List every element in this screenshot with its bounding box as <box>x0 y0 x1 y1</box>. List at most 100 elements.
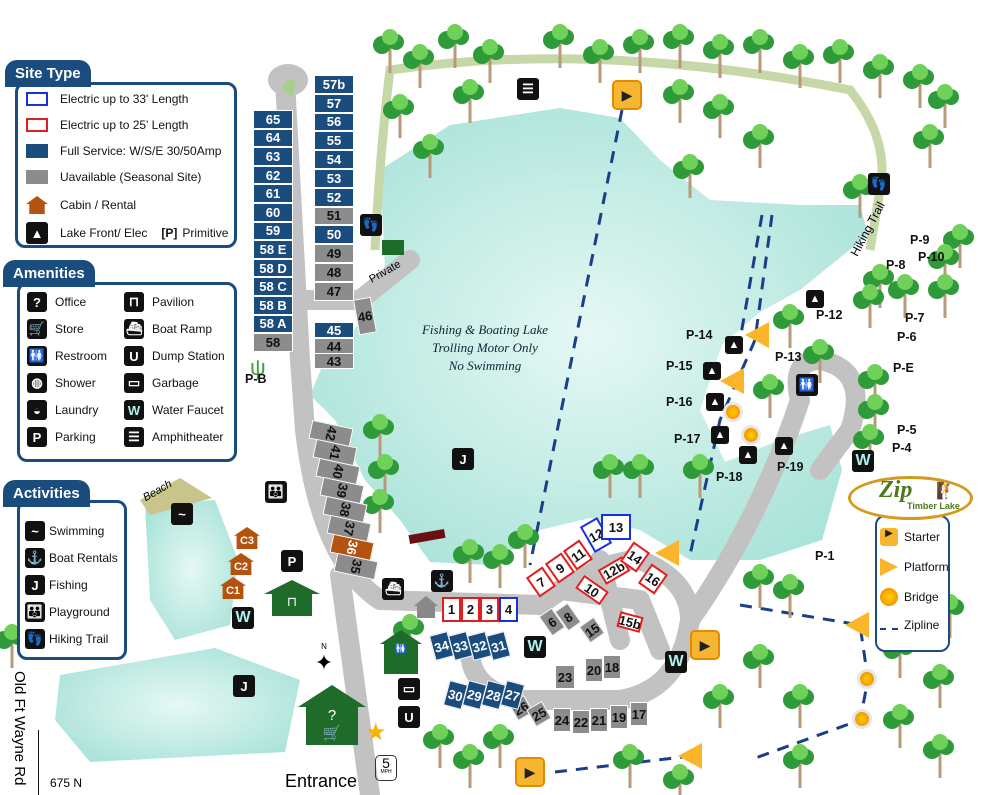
boat-ramp-icon[interactable]: ⛴ <box>382 578 404 600</box>
primitive-site-p-9[interactable]: P-9 <box>910 233 930 247</box>
primitive-site-p-19[interactable]: P-19 <box>777 460 804 474</box>
campsite-58d[interactable]: 58 D <box>253 258 293 278</box>
campsite-48[interactable]: 48 <box>314 263 354 282</box>
zipline-starter-icon[interactable]: ▶ <box>612 80 642 110</box>
campsite-4[interactable]: 4 <box>499 597 518 622</box>
campsite-17[interactable]: 17 <box>630 702 648 726</box>
fishing-icon[interactable]: J <box>233 675 255 697</box>
campsite-58b[interactable]: 58 B <box>253 296 293 315</box>
water-faucet-icon[interactable]: W <box>524 636 546 658</box>
primitive-site-p-13[interactable]: P-13 <box>775 350 802 364</box>
office-store-building[interactable]: ?🛒 <box>298 685 366 745</box>
cabin-c1[interactable]: C1 <box>220 577 246 599</box>
campsite-24[interactable]: 24 <box>553 708 571 732</box>
primitive-site-p-1[interactable]: P-1 <box>815 549 835 563</box>
garbage-icon: ▭ <box>124 373 144 393</box>
tent-icon[interactable]: ▲ <box>703 362 721 380</box>
campsite-23[interactable]: 23 <box>555 665 575 689</box>
primitive-site-p-7[interactable]: P-7 <box>905 311 925 325</box>
campsite-61[interactable]: 61 <box>253 184 293 203</box>
tent-icon[interactable]: ▲ <box>775 437 793 455</box>
restroom-shower-building[interactable]: 🚻 <box>380 630 422 674</box>
water-faucet-icon[interactable]: W <box>665 651 687 673</box>
campsite-49[interactable]: 49 <box>314 244 354 263</box>
campsite-58e[interactable]: 58 E <box>253 240 293 259</box>
zipline-starter-icon[interactable]: ▶ <box>515 757 545 787</box>
campsite-62[interactable]: 62 <box>253 165 293 185</box>
zipline-bridge-icon[interactable] <box>860 672 874 686</box>
primitive-site-p-5[interactable]: P-5 <box>897 423 917 437</box>
campsite-52[interactable]: 52 <box>314 187 354 207</box>
campsite-65[interactable]: 65 <box>253 110 293 129</box>
primitive-site-p-18[interactable]: P-18 <box>716 470 743 484</box>
campsite-13[interactable]: 13 <box>601 514 631 540</box>
playground-icon[interactable]: 👪 <box>265 481 287 503</box>
campsite-45[interactable]: 45 <box>314 322 354 338</box>
campsite-21[interactable]: 21 <box>590 708 608 732</box>
primitive-site-p-6[interactable]: P-6 <box>897 330 917 344</box>
tent-icon[interactable]: ▲ <box>739 446 757 464</box>
campsite-19[interactable]: 19 <box>610 705 628 729</box>
tent-icon[interactable]: ▲ <box>806 290 824 308</box>
campsite-54[interactable]: 54 <box>314 150 354 169</box>
swimming-icon[interactable]: ~ <box>171 503 193 525</box>
primitive-site-p-10[interactable]: P-10 <box>918 250 945 264</box>
tree-icon <box>413 134 444 178</box>
campsite-53[interactable]: 53 <box>314 169 354 188</box>
campsite-60[interactable]: 60 <box>253 203 293 222</box>
water-faucet-icon[interactable]: W <box>852 450 874 472</box>
campsite-51[interactable]: 51 <box>314 206 354 226</box>
campsite-57b[interactable]: 57b <box>314 75 354 94</box>
hiking-icon[interactable]: 👣 <box>868 173 890 195</box>
primitive-site-p-14[interactable]: P-14 <box>686 328 713 342</box>
primitive-site-p-12[interactable]: P-12 <box>816 308 843 322</box>
garbage-icon[interactable]: ▭ <box>398 678 420 700</box>
zipline-bridge-icon[interactable] <box>744 428 758 442</box>
primitive-site-p-e[interactable]: P-E <box>893 361 914 375</box>
campsite-55[interactable]: 55 <box>314 131 354 151</box>
cabin-c2[interactable]: C2 <box>228 553 254 575</box>
boat-ramp-icon: ⛴ <box>124 319 144 339</box>
campsite-58a[interactable]: 58 A <box>253 314 293 334</box>
campsite-50[interactable]: 50 <box>314 225 354 245</box>
fishing-icon[interactable]: J <box>452 448 474 470</box>
zipline-bridge-icon[interactable] <box>726 405 740 419</box>
campsite-64[interactable]: 64 <box>253 128 293 148</box>
campsite-44[interactable]: 44 <box>314 338 354 354</box>
campsite-57[interactable]: 57 <box>314 93 354 113</box>
zipline-bridge-icon[interactable] <box>855 712 869 726</box>
primitive-site-p-b[interactable]: P-B <box>245 372 267 386</box>
cabin-c3[interactable]: C3 <box>234 527 260 549</box>
campsite-63[interactable]: 63 <box>253 147 293 166</box>
primitive-site-p-15[interactable]: P-15 <box>666 359 693 373</box>
road-675n-label: 675 N <box>50 776 83 790</box>
tent-icon[interactable]: ▲ <box>711 426 729 444</box>
zipline-starter-icon[interactable]: ▶ <box>690 630 720 660</box>
campsite-22[interactable]: 22 <box>572 710 590 734</box>
campsite-47[interactable]: 47 <box>314 281 354 301</box>
restroom-icon[interactable]: 🚻 <box>796 374 818 396</box>
hiking-icon[interactable]: 👣 <box>360 214 382 236</box>
campsite-59[interactable]: 59 <box>253 221 293 241</box>
campsite-43[interactable]: 43 <box>314 353 354 369</box>
campsite-56[interactable]: 56 <box>314 112 354 132</box>
dump-station-icon[interactable]: U <box>398 706 420 728</box>
campsite-58[interactable]: 58 <box>253 333 293 352</box>
tent-icon[interactable]: ▲ <box>706 393 724 411</box>
campsite-58c[interactable]: 58 C <box>253 277 293 296</box>
amphitheater-icon[interactable]: ☰ <box>517 78 539 100</box>
primitive-site-p-4[interactable]: P-4 <box>892 441 912 455</box>
campsite-1[interactable]: 1 <box>442 597 461 622</box>
primitive-site-p-17[interactable]: P-17 <box>674 432 701 446</box>
campsite-2[interactable]: 2 <box>461 597 480 622</box>
campsite-20[interactable]: 20 <box>585 658 603 682</box>
parking-icon[interactable]: P <box>281 550 303 572</box>
primitive-site-p-16[interactable]: P-16 <box>666 395 693 409</box>
campsite-18[interactable]: 18 <box>603 655 621 679</box>
anchor-icon[interactable]: ⚓ <box>431 570 453 592</box>
water-faucet-icon[interactable]: W <box>232 607 254 629</box>
primitive-site-p-8[interactable]: P-8 <box>886 258 906 272</box>
campsite-3[interactable]: 3 <box>480 597 499 622</box>
pavilion-building[interactable]: ⊓ <box>264 580 320 618</box>
tent-icon[interactable]: ▲ <box>725 336 743 354</box>
